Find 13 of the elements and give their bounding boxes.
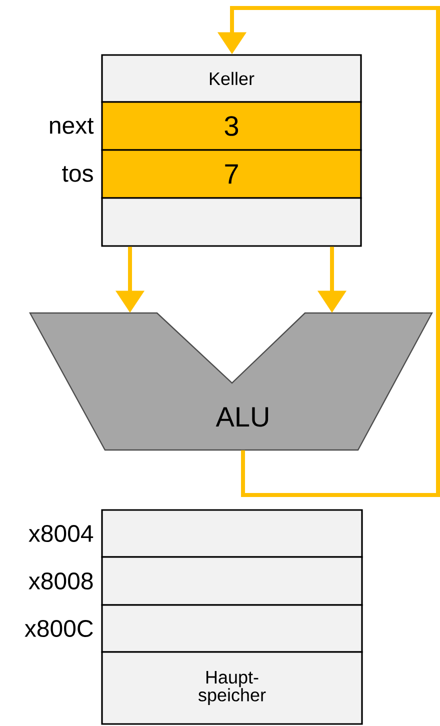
side-label: x800C — [24, 620, 93, 637]
side-label: x8004 — [28, 525, 94, 542]
memory-cell — [101, 556, 363, 606]
stack-cell: 3 — [101, 101, 362, 151]
memory-label-cell: Haupt- speicher — [101, 651, 363, 725]
memory-cell — [101, 604, 363, 653]
side-label: tos — [62, 166, 93, 182]
memory-cell — [101, 509, 363, 558]
stack-header: Keller — [101, 54, 362, 103]
stack-cell: 7 — [101, 149, 362, 199]
side-label: next — [50, 118, 94, 134]
side-label: x8008 — [28, 572, 93, 590]
stack-cell — [101, 197, 362, 247]
